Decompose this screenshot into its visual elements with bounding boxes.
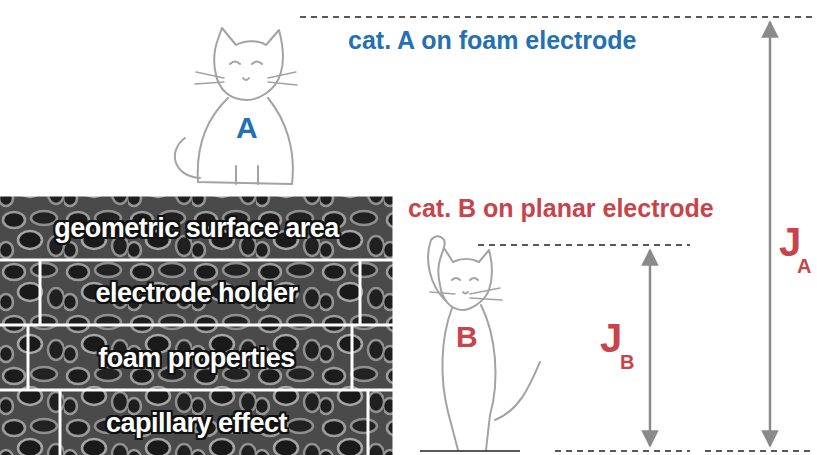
wall-brick: geometric surface area: [0, 197, 393, 259]
brick-label: electrode holder: [95, 278, 297, 309]
brick-label: geometric surface area: [54, 213, 339, 244]
current-symbol: J: [600, 318, 622, 358]
current-subscript: B: [620, 352, 634, 372]
cat-letter: B: [456, 322, 478, 352]
cat-a-sketch: [175, 28, 297, 184]
current-subscript: A: [797, 256, 811, 276]
foam-wall: [0, 195, 395, 455]
cat-letter: A: [236, 113, 258, 143]
wall-brick: electrode holder: [0, 262, 393, 324]
brick-label: foam properties: [98, 343, 295, 374]
current-arrows: [650, 22, 770, 446]
wall-brick: foam properties: [0, 327, 393, 389]
wall-brick: capillary effect: [0, 392, 393, 454]
level-lines: [300, 17, 817, 451]
cat-b-sketch: [428, 236, 540, 450]
brick-label: capillary effect: [106, 408, 287, 439]
caption-text: cat. B on planar electrode: [408, 196, 714, 221]
caption-text: cat. A on foam electrode: [348, 28, 637, 53]
